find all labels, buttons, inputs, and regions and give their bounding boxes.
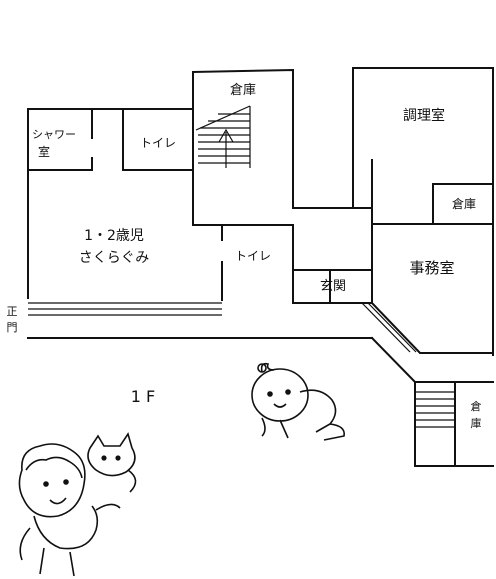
room-label-kitchen: 調理室 — [403, 107, 445, 124]
room-label-entrance: 玄関 — [320, 279, 346, 294]
room-label-office: 事務室 — [409, 259, 454, 277]
floor-label: 1 F — [131, 387, 155, 406]
room-label-storage-bottom-1: 倉 — [471, 399, 482, 413]
gate-label-2: 門 — [7, 321, 18, 334]
room-label-shower-2: 室 — [38, 144, 50, 159]
gate-label-1: 正 — [7, 305, 18, 318]
room-label-toilet-2: トイレ — [235, 249, 271, 263]
staircase-lower — [415, 391, 455, 428]
room-label-shower-1: シャワー — [32, 128, 76, 141]
room-label-toilet-1: トイレ — [140, 136, 176, 150]
building-walls — [27, 67, 494, 467]
room-label-storage-top: 倉庫 — [230, 83, 256, 98]
room-label-storage-kitchen: 倉庫 — [452, 196, 476, 211]
crawling-baby-illustration — [251, 362, 346, 441]
boy-and-cat-illustration — [18, 432, 137, 577]
room-label-classroom-2: さくらぐみ — [79, 250, 149, 266]
room-label-classroom-1: 1・2歳児 — [84, 228, 144, 244]
room-label-storage-bottom-2: 庫 — [471, 416, 482, 430]
staircase-upper — [195, 105, 251, 168]
gate-lines — [28, 302, 417, 353]
